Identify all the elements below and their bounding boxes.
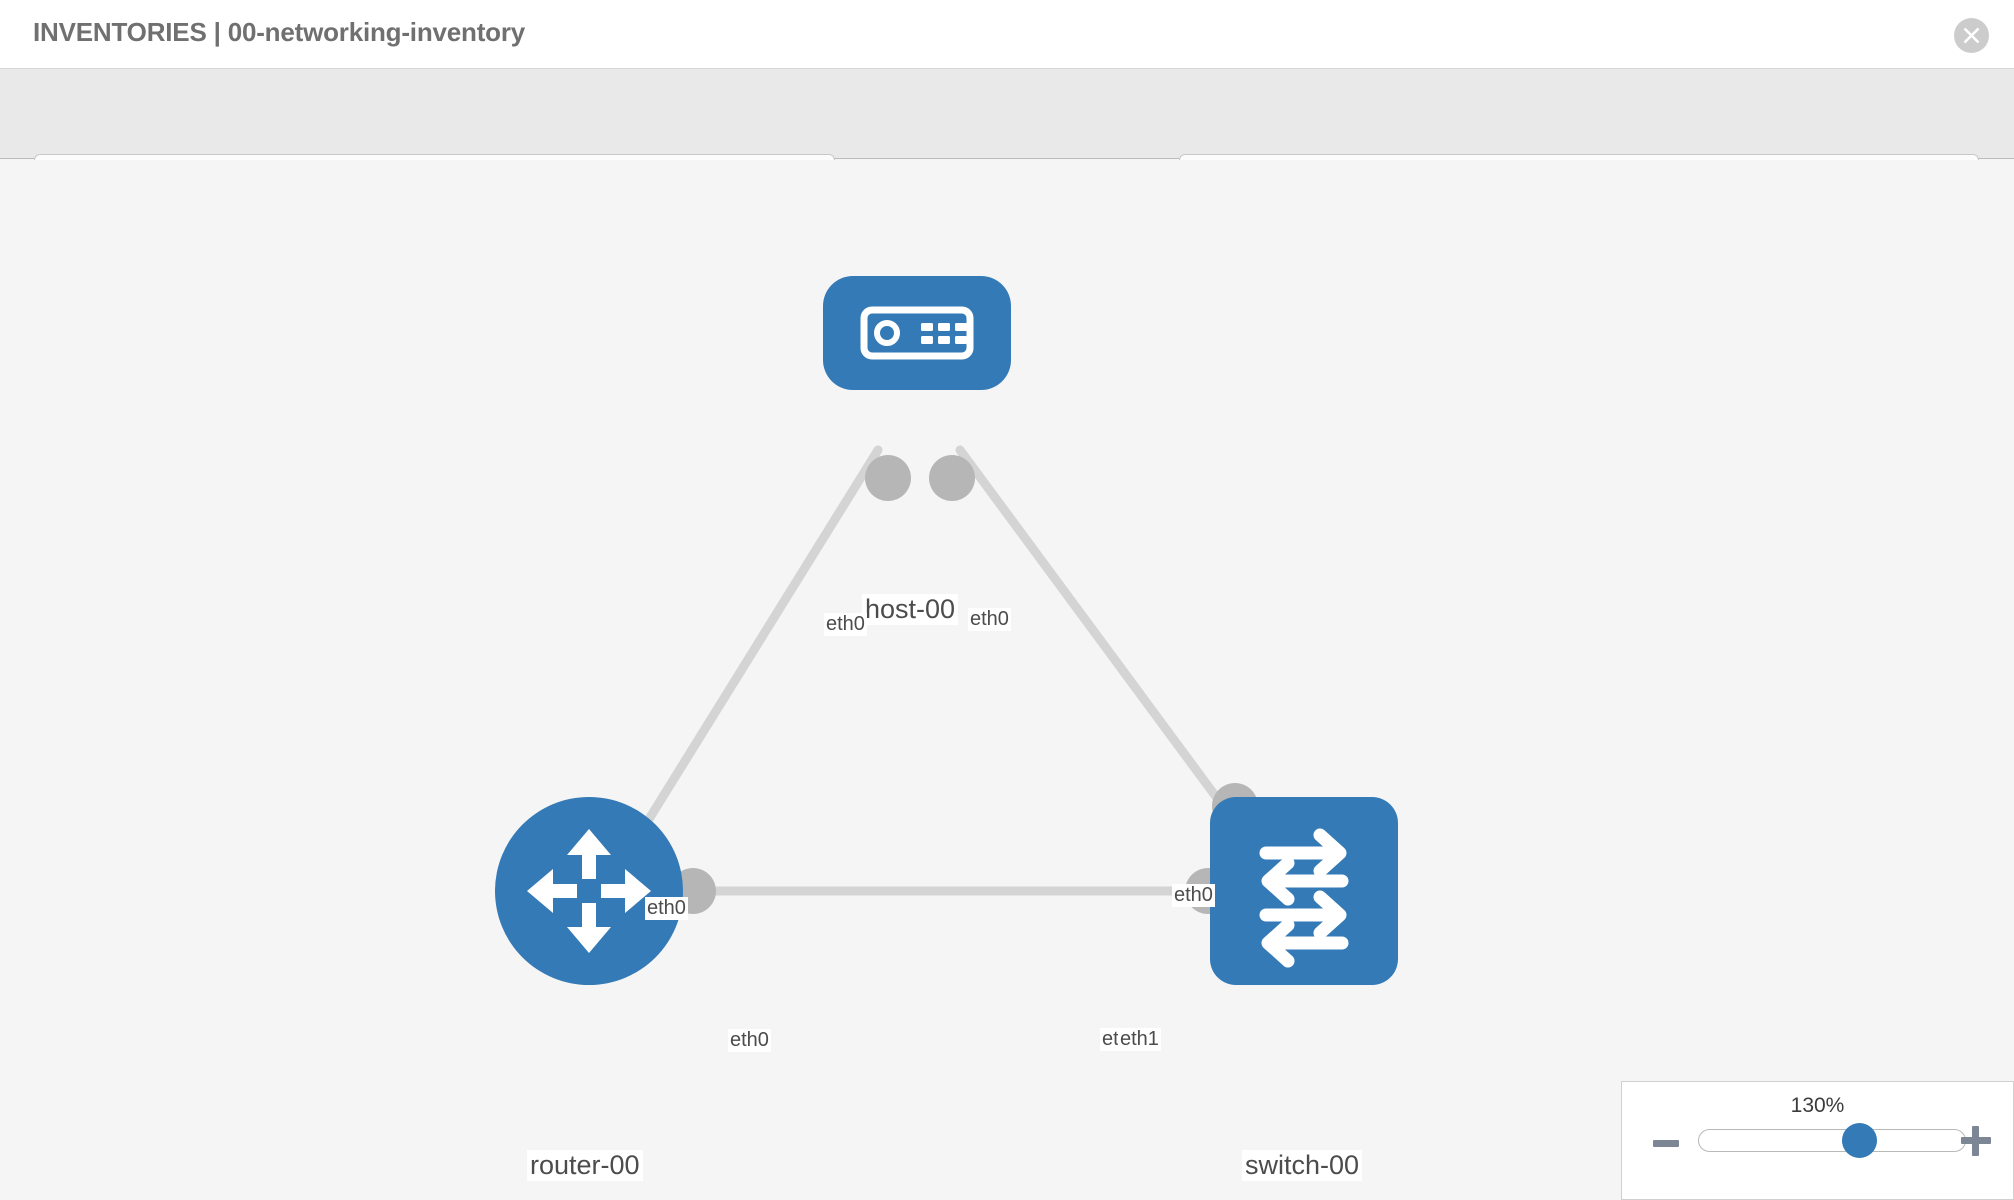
node-label-switch-00: switch-00 xyxy=(1242,1150,1363,1181)
edge-label: eth0 xyxy=(968,608,1011,631)
switch-arrows-icon xyxy=(1259,828,1349,968)
server-icon xyxy=(860,306,974,360)
page-header: INVENTORIES | 00-networking-inventory xyxy=(0,0,2014,69)
topology-links xyxy=(631,445,1247,896)
page-title: INVENTORIES | 00-networking-inventory xyxy=(33,17,526,47)
link-host-switch xyxy=(955,445,1247,837)
router-arrows-icon xyxy=(527,829,651,953)
close-icon[interactable] xyxy=(1954,18,1989,53)
zoom-slider-track[interactable] xyxy=(1698,1129,1966,1152)
zoom-control-panel: 130% xyxy=(1621,1081,2014,1200)
zoom-level-label: 130% xyxy=(1790,1094,1845,1117)
node-label-host-00: host-00 xyxy=(862,594,959,625)
edge-label: eth0 xyxy=(824,613,867,636)
node-switch-00[interactable] xyxy=(1210,797,1398,985)
connector-host-right xyxy=(929,455,975,501)
connector-host-left xyxy=(865,455,911,501)
node-host-00[interactable] xyxy=(823,276,1011,390)
topology-canvas[interactable]: host-00 router-00 switch-00 eth0 eth0 et… xyxy=(0,160,2014,1200)
topology-connectors xyxy=(670,455,1258,914)
toolbar: ACTIONS xyxy=(0,69,2014,210)
edge-label: eth0 xyxy=(728,1029,771,1052)
edge-label: eth0 xyxy=(645,897,688,920)
edge-label: eth0 xyxy=(1172,884,1215,907)
zoom-slider-thumb[interactable] xyxy=(1841,1123,1877,1158)
zoom-out-button[interactable] xyxy=(1653,1140,1679,1147)
node-label-router-00: router-00 xyxy=(527,1150,643,1181)
zoom-in-button[interactable] xyxy=(1961,1126,1991,1156)
node-router-00[interactable] xyxy=(495,797,683,985)
edge-label: eth1 xyxy=(1118,1028,1161,1051)
link-host-router xyxy=(631,445,883,845)
